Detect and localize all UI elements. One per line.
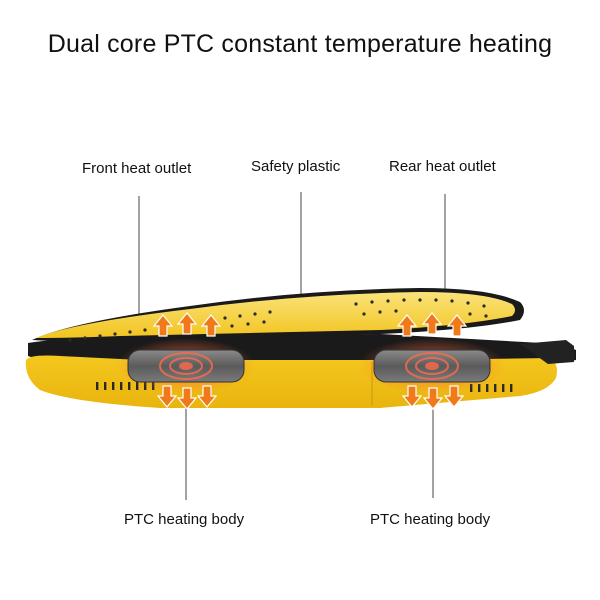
front-heat-outlet-label: Front heat outlet	[82, 160, 192, 177]
ptc-heater-left	[116, 338, 256, 394]
safety-plastic-label: Safety plastic	[251, 158, 341, 175]
heat-arrows-down-rear	[402, 385, 464, 410]
ptc-heating-body-right-label: PTC heating body	[370, 511, 491, 528]
end-cap	[520, 340, 574, 364]
front-vent-holes	[68, 310, 272, 342]
rear-heat-outlet-label: Rear heat outlet	[389, 158, 496, 175]
rear-vent-holes	[354, 298, 488, 318]
heat-arrows-up-front	[153, 312, 221, 337]
ptc-heating-body-left-label: PTC heating body	[124, 511, 245, 528]
leader-lines	[138, 192, 446, 500]
ptc-heater-right	[358, 338, 506, 394]
heat-arrows-down-front	[157, 385, 217, 410]
diagram-title: Dual core PTC constant temperature heati…	[47, 30, 553, 58]
heat-arrows-up-rear	[397, 312, 467, 337]
